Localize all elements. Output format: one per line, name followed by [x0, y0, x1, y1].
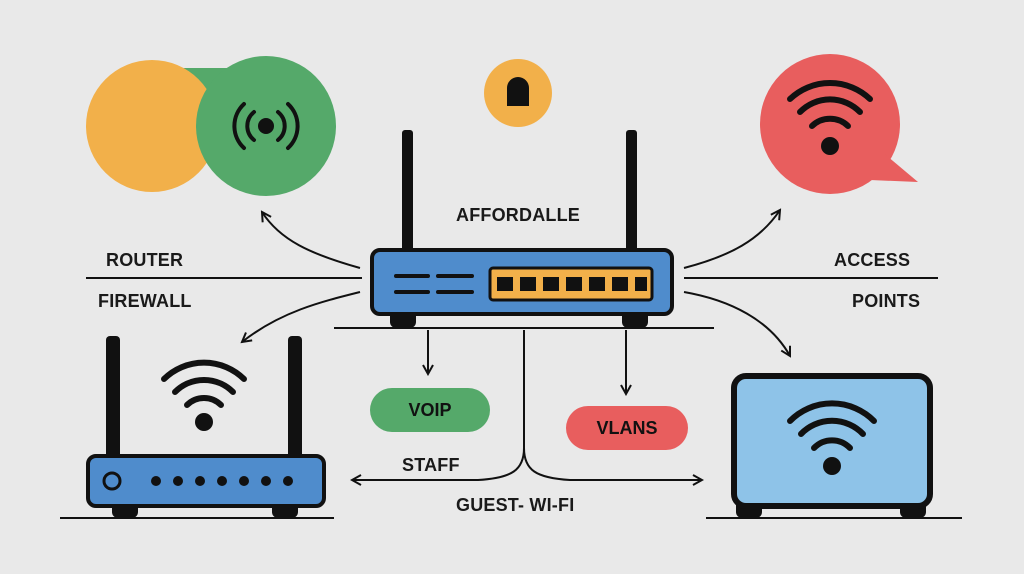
arrow-to-top-right: [683, 210, 780, 269]
arrow-to-bottom-left: [242, 291, 361, 342]
lock-icon: [484, 59, 552, 127]
points-label: POINTS: [852, 291, 921, 311]
guest-wifi-label: GUEST- WI-FI: [456, 495, 575, 515]
green-circle-broadcast-icon: [196, 56, 336, 196]
wifi-router-icon: [86, 336, 326, 518]
center-router-icon: [370, 130, 674, 328]
arrow-to-guest-laptop: [523, 447, 702, 480]
arrow-to-bottom-right: [683, 291, 790, 356]
laptop-wifi-icon: [731, 373, 933, 518]
vlans-pill: VLANS: [566, 406, 688, 450]
voip-pill: VOIP: [370, 388, 490, 432]
staff-label: STAFF: [402, 455, 460, 475]
firewall-label: FIREWALL: [98, 291, 192, 311]
speech-bubble-wifi-icon: [760, 54, 918, 194]
center-title-label: AFFORDALLE: [456, 205, 580, 225]
router-label: ROUTER: [106, 250, 184, 270]
access-label: ACCESS: [834, 250, 911, 270]
arrow-to-top-left: [262, 212, 361, 269]
